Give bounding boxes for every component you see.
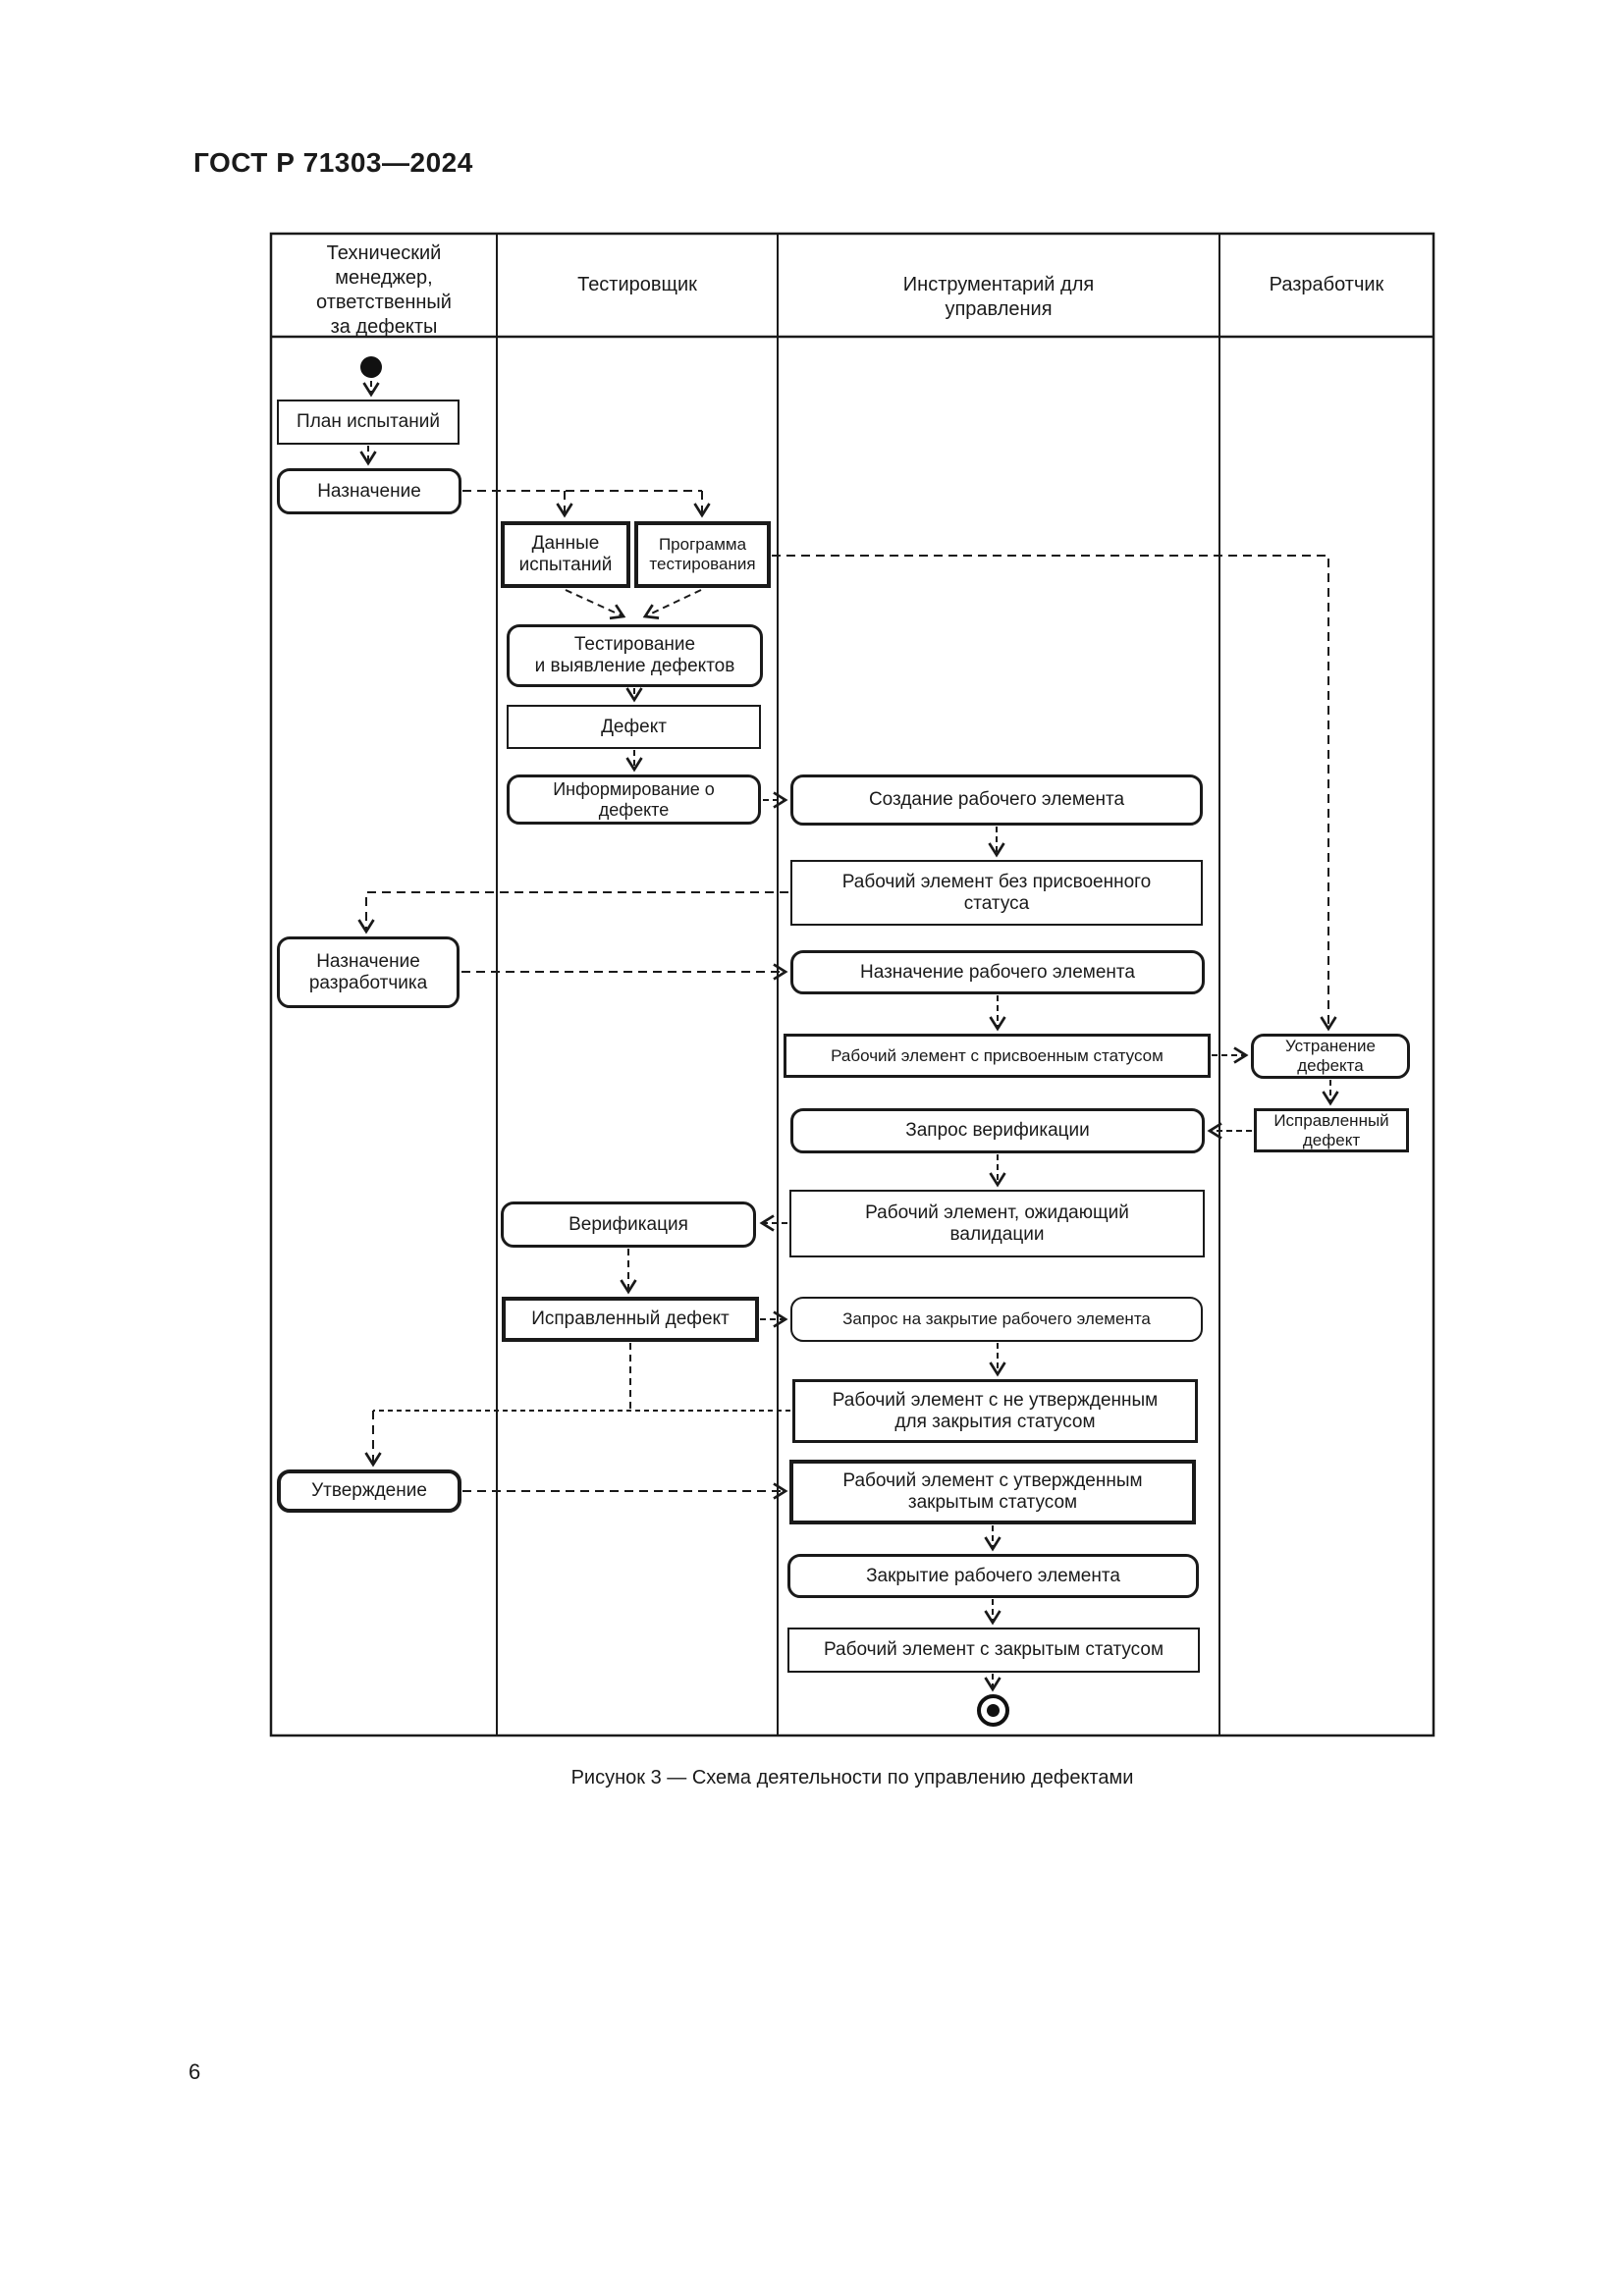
- node-test-data: Данные испытаний: [501, 521, 630, 588]
- node-fixed-defect-tester: Исправленный дефект: [502, 1297, 759, 1342]
- node-work-item-closed-status: Рабочий элемент с закрытым статусом: [787, 1628, 1200, 1673]
- node-work-item-assignment: Назначение рабочего элемента: [790, 950, 1205, 994]
- final-node-dot: [987, 1704, 1000, 1717]
- node-test-program: Программа тестирования: [634, 521, 771, 588]
- lane-header-technical-manager: Технический менеджер, ответственный за д…: [316, 242, 452, 338]
- node-defect: Дефект: [507, 705, 761, 749]
- lane-header-tester: Тестировщик: [577, 274, 697, 295]
- swimlane-table: [269, 232, 1435, 1737]
- node-fixed-defect-developer: Исправленный дефект: [1254, 1108, 1409, 1152]
- node-defect-notification: Информирование о дефекте: [507, 774, 761, 825]
- node-verification-request: Запрос верификации: [790, 1108, 1205, 1153]
- lane-header-developer: Разработчик: [1269, 274, 1384, 295]
- node-work-item-no-status: Рабочий элемент без присвоенного статуса: [790, 860, 1203, 926]
- node-defect-elimination: Устранение дефекта: [1251, 1034, 1410, 1079]
- page-number: 6: [189, 2059, 201, 2084]
- node-work-item-not-approved-close: Рабочий элемент с не утвержденным для за…: [792, 1379, 1198, 1443]
- page-title: ГОСТ Р 71303—2024: [193, 147, 473, 178]
- final-node-icon: [977, 1694, 1009, 1727]
- node-work-item-assigned-status: Рабочий элемент с присвоенным статусом: [784, 1034, 1211, 1078]
- node-work-item-creation: Создание рабочего элемента: [790, 774, 1203, 826]
- flow-edges: [357, 381, 1339, 1692]
- node-work-item-closing: Закрытие рабочего элемента: [787, 1554, 1199, 1598]
- node-work-item-approved-closed: Рабочий элемент с утвержденным закрытым …: [789, 1460, 1196, 1524]
- node-testing-and-defect-detection: Тестирование и выявление дефектов: [507, 624, 763, 687]
- node-work-item-close-request: Запрос на закрытие рабочего элемента: [790, 1297, 1203, 1342]
- node-approval: Утверждение: [277, 1469, 461, 1513]
- initial-node-icon: [360, 356, 382, 378]
- node-assignment: Назначение: [277, 468, 461, 514]
- lane-header-management-tools: Инструментарий для управления: [902, 274, 1095, 320]
- node-test-plan: План испытаний: [277, 400, 460, 445]
- node-work-item-awaiting-validation: Рабочий элемент, ожидающий валидации: [789, 1190, 1205, 1257]
- node-verification: Верификация: [501, 1201, 756, 1248]
- node-developer-assignment: Назначение разработчика: [277, 936, 460, 1008]
- figure-caption: Рисунок 3 — Схема деятельности по управл…: [570, 1767, 1134, 1789]
